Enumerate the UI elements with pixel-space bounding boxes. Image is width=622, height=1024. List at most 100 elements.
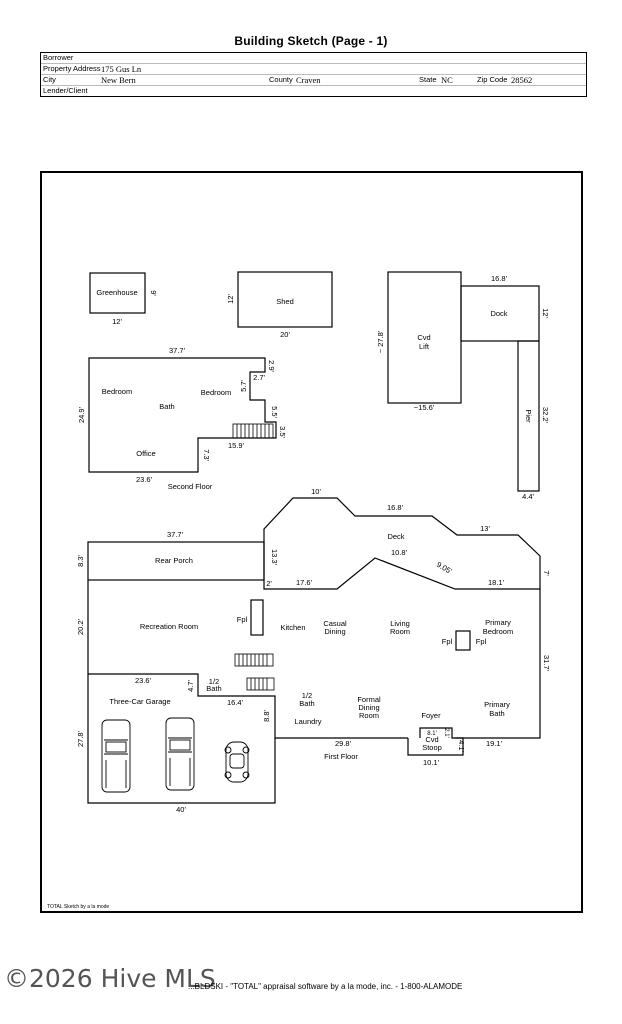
shed-width: 20' — [280, 330, 290, 339]
lender-row: Lender/Client — [41, 86, 586, 96]
half-bath-label: Bath — [206, 684, 221, 693]
second-floor-room: Office — [136, 449, 155, 458]
city-label: City — [43, 75, 56, 84]
formal-dining-label: Formal — [357, 695, 381, 704]
lift-height: ~ 27.8' — [376, 330, 385, 353]
stoop-label: Stoop — [422, 743, 442, 752]
lift-width: ~15.6' — [414, 403, 435, 412]
county-value: Craven — [296, 75, 321, 85]
dock-width: 16.8' — [491, 274, 508, 283]
first-floor-dim: 9.05' — [435, 560, 454, 576]
first-floor-dim: 31.7' — [542, 655, 551, 672]
second-floor-dim: 37.7' — [169, 346, 186, 355]
truck-icon — [165, 717, 195, 791]
formal-dining-label: Dining — [358, 703, 379, 712]
pier-width: 4.4' — [522, 492, 534, 501]
first-floor-dim: 20.2' — [76, 618, 85, 635]
garage-vehicles — [101, 717, 250, 793]
primary-bath-label: Primary — [484, 700, 510, 709]
borrower-row: Borrower — [41, 53, 586, 64]
greenhouse-label: Greenhouse — [96, 288, 137, 297]
first-floor-dim: 23.6' — [135, 676, 152, 685]
second-floor-room: Bath — [159, 402, 174, 411]
first-floor-dim: 29.8' — [335, 739, 352, 748]
first-floor-caption: First Floor — [324, 752, 358, 761]
first-floor-dim: 8.1' — [427, 731, 437, 737]
software-footer: ...BLDSKI - "TOTAL" appraisal software b… — [188, 982, 463, 991]
second-floor-dim: 5.7' — [239, 380, 248, 392]
lender-label: Lender/Client — [43, 86, 88, 95]
first-floor-dim: 4.1' — [457, 740, 466, 752]
second-floor-dim: 5.5' — [270, 406, 279, 418]
deck-label: Deck — [387, 532, 404, 541]
second-floor-dim: 7.3' — [202, 449, 211, 461]
fireplace-rec-room — [250, 599, 264, 636]
first-floor-dim: 13' — [480, 524, 490, 533]
dock-outline — [460, 285, 540, 342]
total-sketch-stamp: TOTAL Sketch by a la mode — [47, 904, 110, 910]
greenhouse-outline — [89, 272, 146, 314]
watermark: ©2026 Hive MLS — [4, 964, 216, 993]
first-floor-dim: 13.3' — [270, 549, 279, 566]
borrower-label: Borrower — [43, 53, 74, 62]
fireplace-label: Fpl — [476, 637, 487, 646]
first-floor-dim: 4.7' — [186, 680, 195, 692]
first-floor-dim: 10.8' — [391, 548, 408, 557]
living-room-label: Room — [390, 627, 410, 636]
first-floor-dim: 7' — [542, 570, 551, 576]
first-floor-dim: 27.8' — [76, 730, 85, 747]
address-value: 175 Gus Ln — [101, 64, 142, 74]
living-room-label: Living — [390, 619, 410, 628]
second-floor-dim: 3.5' — [278, 426, 287, 438]
second-floor-dim: 2.9' — [267, 360, 276, 372]
first-floor-dim: 8.3' — [76, 555, 85, 567]
address-label: Property Address — [43, 64, 101, 73]
first-floor-dim: 10' — [311, 487, 321, 496]
half-bath-label: 1/2 — [302, 691, 312, 700]
lift-label-1: Cvd — [417, 333, 430, 342]
casual-dining-label: Dining — [324, 627, 345, 636]
car-icon — [224, 741, 250, 783]
casual-dining-label: Casual — [323, 619, 347, 628]
page-title: Building Sketch (Page - 1) — [234, 34, 388, 48]
first-floor-dim: 19.1' — [486, 739, 503, 748]
primary-bedroom-label: Bedroom — [483, 627, 513, 636]
zip-label: Zip Code — [477, 75, 508, 84]
second-floor-outline — [88, 357, 277, 473]
half-bath-label: 1/2 — [209, 677, 219, 686]
second-floor-dim: 24.9' — [77, 406, 86, 423]
county-label: County — [269, 75, 293, 84]
state-label: State — [419, 75, 437, 84]
first-floor-dim: 40' — [176, 805, 186, 814]
first-floor-dim: 8.8' — [262, 710, 271, 722]
first-floor-dim: 37.7' — [167, 530, 184, 539]
sketch-frame — [40, 171, 583, 913]
first-floor-dim: 10.1' — [423, 758, 440, 767]
second-floor-dim: 2.7' — [253, 373, 265, 382]
second-floor-room: Bedroom — [201, 388, 231, 397]
city-value: New Bern — [101, 75, 136, 85]
formal-dining-label: Room — [359, 711, 379, 720]
shed-height: 12' — [226, 294, 235, 304]
rear-porch-label: Rear Porch — [155, 556, 193, 565]
half-bath-label: Bath — [299, 699, 314, 708]
property-info-table: Borrower Property Address 175 Gus Ln Cit… — [40, 52, 587, 97]
fireplace-bedroom — [455, 630, 471, 651]
shed-label: Shed — [276, 297, 294, 306]
first-floor-dim: 16.8' — [387, 503, 404, 512]
first-floor-dim: 17.6' — [296, 578, 313, 587]
pier-height: 32.2' — [541, 407, 550, 424]
primary-bath-label: Bath — [489, 709, 504, 718]
fireplace-label: Fpl — [237, 615, 248, 624]
first-floor-interior-wall — [88, 673, 408, 739]
fireplace-label: Fpl — [442, 637, 453, 646]
pier-outline — [517, 340, 540, 492]
garage-outline — [87, 674, 276, 804]
shed-outline — [237, 271, 333, 328]
second-floor-dim: 23.6' — [136, 475, 153, 484]
laundry-label: Laundry — [294, 717, 321, 726]
pier-label: Pier — [524, 409, 533, 423]
deck-outline — [263, 497, 541, 590]
second-floor-room: Bedroom — [102, 387, 132, 396]
